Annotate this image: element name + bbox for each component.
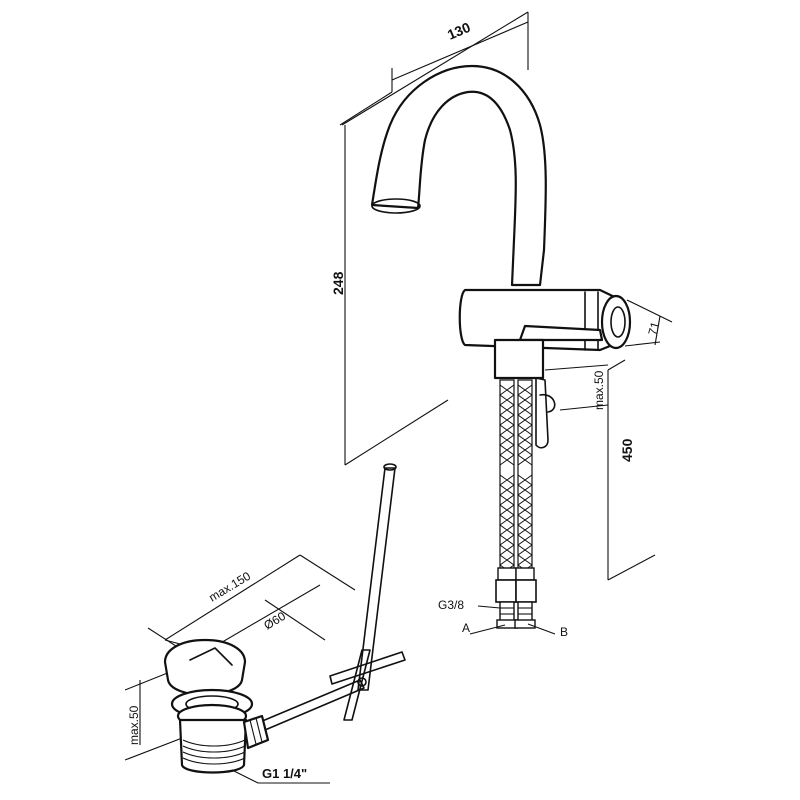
dim-max50-top-label: max.50 (592, 370, 606, 410)
thread-label: G3/8 (438, 598, 464, 612)
drain-body (163, 638, 270, 774)
dim-71-label: 71 (645, 320, 662, 337)
inlet-b-label: B (560, 625, 568, 639)
dim-248: 248 (330, 91, 449, 466)
drain-thread-annotation: G1 1/4" (231, 766, 330, 784)
spout (370, 64, 547, 287)
dim-71: 71 (624, 299, 673, 347)
faucet-body (458, 288, 632, 380)
dim-450-label: 450 (619, 438, 635, 462)
drain-height-label: max.50 (127, 705, 141, 745)
lever-handle (518, 324, 604, 342)
mounting-clamp (535, 377, 556, 449)
drain-thread-label: G1 1/4" (262, 766, 307, 781)
dim-max50-top: max.50 (544, 364, 609, 411)
dim-450: 450 (607, 359, 656, 581)
dim-248-label: 248 (330, 271, 346, 295)
connection-labels: G3/8 A B (438, 598, 568, 639)
supply-hoses (495, 379, 537, 629)
popup-rod (329, 463, 406, 721)
dim-130-label: 130 (445, 19, 473, 43)
body-base (493, 338, 545, 380)
inlet-a-label: A (462, 621, 470, 635)
